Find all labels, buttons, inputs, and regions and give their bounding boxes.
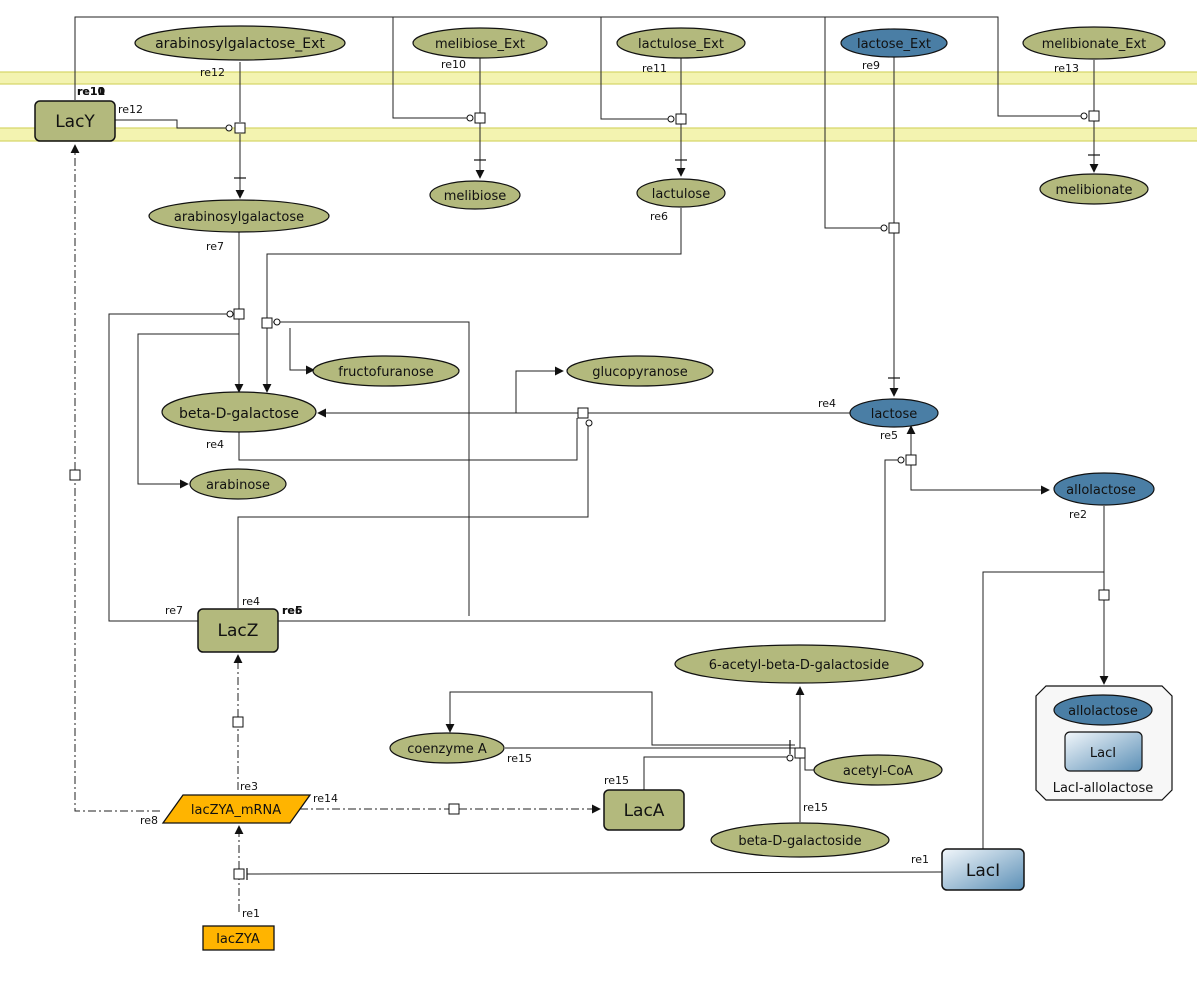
label-re12-b: re12	[118, 103, 143, 116]
species-acetyl-coa[interactable]: acetyl-CoA	[813, 754, 943, 786]
label-re2: re2	[1069, 508, 1087, 521]
protein-lacy[interactable]: LacY	[34, 100, 116, 142]
svg-text:LacA: LacA	[624, 801, 665, 821]
species-nodes: arabinosylgalactose_Ext melibiose_Ext la…	[134, 25, 1166, 858]
svg-text:melibiose: melibiose	[444, 189, 506, 204]
species-allolactose[interactable]: allolactose	[1053, 472, 1155, 506]
inner-membrane	[0, 127, 1197, 142]
label-lacz-re5: re5	[282, 604, 303, 617]
protein-laci[interactable]: LacI	[941, 848, 1025, 891]
species-fructofuranose[interactable]: fructofuranose	[312, 355, 460, 387]
label-re13: re13	[1054, 62, 1079, 75]
protein-laca[interactable]: LacA	[603, 789, 685, 831]
species-coenzyme-a[interactable]: coenzyme A	[389, 732, 505, 764]
svg-text:lacZYA: lacZYA	[216, 932, 260, 947]
label-re1-b: re1	[242, 907, 260, 920]
svg-text:arabinosylgalactose_Ext: arabinosylgalactose_Ext	[155, 36, 325, 52]
species-melibionate[interactable]: melibionate	[1039, 173, 1149, 205]
protein-lacz[interactable]: LacZ	[197, 608, 279, 653]
label-re5-a: re5	[880, 429, 898, 442]
species-lactose[interactable]: lactose	[849, 398, 939, 428]
complex-member-laci[interactable]: LacI	[1064, 731, 1143, 772]
species-beta-d-galactose[interactable]: beta-D-galactose	[161, 391, 317, 433]
svg-text:lactose_Ext: lactose_Ext	[857, 37, 931, 52]
species-lactulose-ext[interactable]: lactulose_Ext	[616, 27, 746, 59]
label-lacy-re10: re10	[77, 85, 106, 98]
outer-membrane	[0, 71, 1197, 85]
species-arabinose[interactable]: arabinose	[189, 468, 287, 500]
complex-member-allolactose[interactable]: allolactose	[1053, 694, 1153, 726]
label-re3: re3	[240, 780, 258, 793]
species-6-acetyl-beta-d-galactoside[interactable]: 6-acetyl-beta-D-galactoside	[674, 644, 924, 684]
species-glucopyranose[interactable]: glucopyranose	[566, 355, 714, 387]
svg-text:arabinosylgalactose: arabinosylgalactose	[174, 210, 304, 225]
label-re7-a: re7	[206, 240, 224, 253]
label-re14: re14	[313, 792, 338, 805]
svg-text:beta-D-galactose: beta-D-galactose	[179, 406, 299, 422]
species-arabinosylgalactose[interactable]: arabinosylgalactose	[148, 199, 330, 233]
svg-text:LacZ: LacZ	[218, 621, 259, 641]
species-lactose-ext[interactable]: lactose_Ext	[840, 28, 948, 58]
label-re11: re11	[642, 62, 667, 75]
label-lacy-re11: re11	[77, 85, 105, 98]
svg-text:coenzyme A: coenzyme A	[407, 742, 487, 757]
svg-text:melibionate_Ext: melibionate_Ext	[1042, 37, 1147, 52]
svg-text:lactose: lactose	[871, 407, 918, 422]
svg-text:melibiose_Ext: melibiose_Ext	[435, 37, 525, 52]
label-re15-c: re15	[803, 801, 828, 814]
species-melibiose-ext[interactable]: melibiose_Ext	[412, 27, 548, 59]
species-beta-d-galactoside[interactable]: beta-D-galactoside	[710, 822, 890, 858]
svg-text:melibionate: melibionate	[1055, 183, 1132, 198]
svg-text:fructofuranose: fructofuranose	[338, 365, 433, 380]
label-re1-a: re1	[911, 853, 929, 866]
protein-nodes: LacY LacZ LacA LacI	[34, 100, 1025, 891]
label-re4-b: re4	[206, 438, 224, 451]
species-melibiose[interactable]: melibiose	[429, 180, 521, 210]
label-re4-a: re4	[818, 397, 836, 410]
label-re15-b: re15	[604, 774, 629, 787]
edges	[70, 16, 1109, 912]
species-lactulose[interactable]: lactulose	[636, 178, 726, 208]
complex-label: LacI-allolactose	[1053, 781, 1154, 796]
label-lacz-re6: re6	[282, 604, 303, 617]
gene-laczya[interactable]: lacZYA	[202, 925, 275, 951]
svg-text:allolactose: allolactose	[1068, 704, 1138, 719]
species-melibionate-ext[interactable]: melibionate_Ext	[1022, 26, 1166, 60]
label-re10: re10	[441, 58, 466, 71]
label-re15-a: re15	[507, 752, 532, 765]
svg-text:LacI: LacI	[966, 861, 1000, 881]
svg-text:lactulose_Ext: lactulose_Ext	[638, 37, 724, 52]
svg-text:arabinose: arabinose	[206, 478, 270, 493]
label-re8: re8	[140, 814, 158, 827]
label-re4-c: re4	[242, 595, 260, 608]
complex-laci-allolactose[interactable]: allolactose LacI LacI-allolactose	[1035, 685, 1173, 801]
label-re12-a: re12	[200, 66, 225, 79]
svg-text:acetyl-CoA: acetyl-CoA	[843, 764, 913, 779]
svg-text:LacY: LacY	[55, 112, 95, 132]
species-arabinosylgalactose-ext[interactable]: arabinosylgalactose_Ext	[134, 25, 346, 61]
svg-text:LacI: LacI	[1090, 746, 1116, 761]
svg-text:beta-D-galactoside: beta-D-galactoside	[738, 834, 861, 849]
svg-text:allolactose: allolactose	[1066, 483, 1136, 498]
process-nodes	[69, 110, 1110, 880]
reaction-labels: re12 re12 re10 re11 re9 re13 re10 re11 r…	[77, 58, 1087, 920]
label-re9: re9	[862, 59, 880, 72]
label-re6-a: re6	[650, 210, 668, 223]
svg-text:lactulose: lactulose	[652, 187, 710, 202]
gene-laczya-mrna[interactable]: lacZYA_mRNA	[161, 794, 312, 824]
label-re7-b: re7	[165, 604, 183, 617]
svg-text:lacZYA_mRNA: lacZYA_mRNA	[191, 803, 281, 818]
svg-text:6-acetyl-beta-D-galactoside: 6-acetyl-beta-D-galactoside	[709, 658, 890, 673]
svg-text:glucopyranose: glucopyranose	[592, 365, 687, 380]
